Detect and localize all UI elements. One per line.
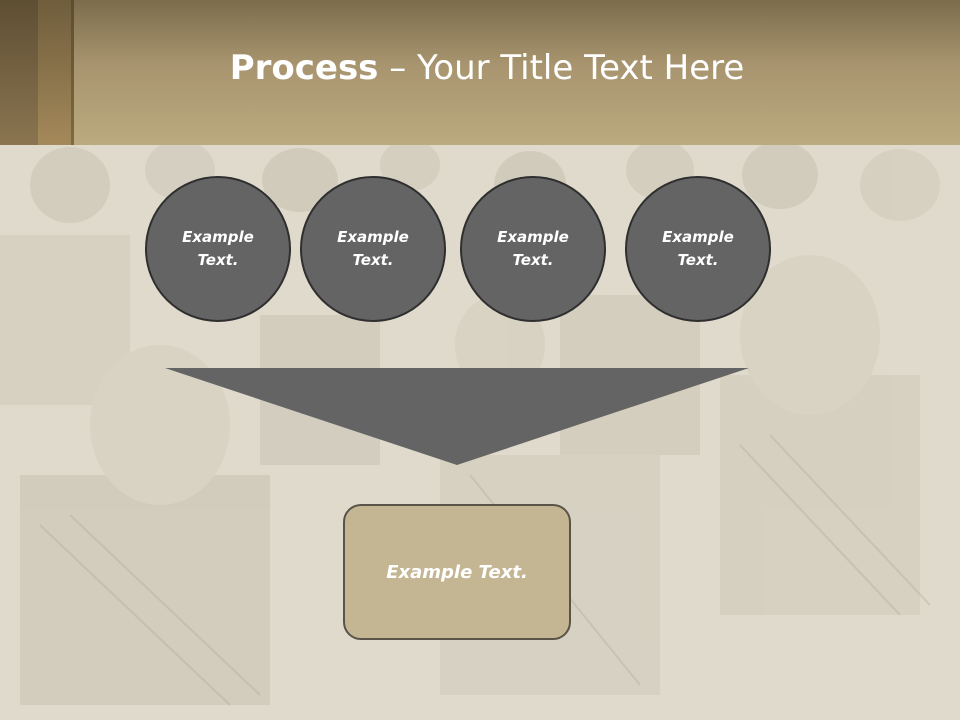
process-step-circle[interactable]: Example Text. [145,176,291,322]
header-accent-band [38,0,74,145]
process-step-circle[interactable]: Example Text. [300,176,446,322]
result-text: Example Text. [386,561,528,583]
circle-text: Example Text. [497,228,569,269]
process-step-circle[interactable]: Example Text. [625,176,771,322]
circle-text: Example Text. [662,228,734,269]
circle-text: Example Text. [337,228,409,269]
circle-text: Example Text. [182,228,254,269]
funnel-arrow[interactable] [165,368,749,468]
result-box[interactable]: Example Text. [343,504,571,640]
header-accent-band [0,0,38,145]
process-step-circle[interactable]: Example Text. [460,176,606,322]
slide-title[interactable]: Process – Your Title Text Here [74,48,900,88]
title-strong: Process [229,48,379,88]
slide-header: Process – Your Title Text Here [0,0,960,145]
title-rest: – Your Title Text Here [378,48,745,88]
